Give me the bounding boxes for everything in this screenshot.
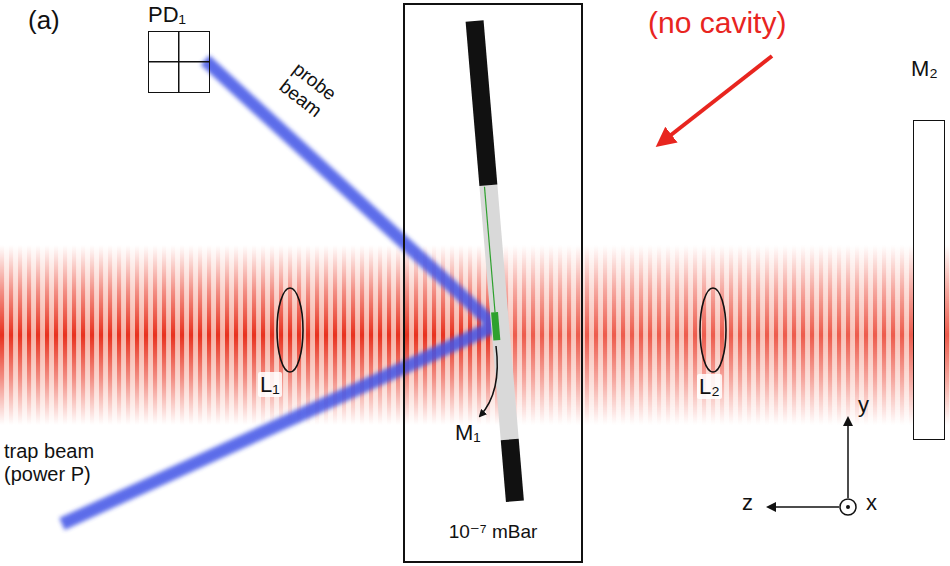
pointer-arrow	[480, 346, 497, 416]
lens	[277, 288, 303, 372]
lens-label: L₁	[258, 372, 282, 397]
node-label: M₂	[903, 56, 948, 82]
beam-label: trap beam (power P)	[4, 440, 122, 486]
probe-beam	[62, 60, 495, 524]
callout-arrow	[662, 56, 772, 142]
axis-label: z	[742, 490, 753, 515]
vacuum-chamber: 10⁻⁷ mBar	[403, 3, 583, 563]
lens	[700, 288, 726, 372]
node-label: 10⁻⁷ mBar	[405, 520, 581, 543]
node-label: PD₁	[140, 2, 220, 28]
mirror: M₂	[903, 56, 948, 82]
mirror-plate	[913, 120, 945, 440]
axis-label: x	[866, 490, 877, 515]
membrane-label: M₁	[455, 420, 481, 445]
lens-label: L₂	[697, 374, 722, 399]
detector-quadrants	[148, 31, 210, 93]
annotation: (no cavity)	[648, 6, 786, 41]
axis-triad	[768, 418, 856, 515]
panel-letter: (a)	[28, 6, 60, 36]
axis-label: y	[858, 392, 869, 417]
quadrant-photodiode: PD₁	[140, 2, 220, 93]
